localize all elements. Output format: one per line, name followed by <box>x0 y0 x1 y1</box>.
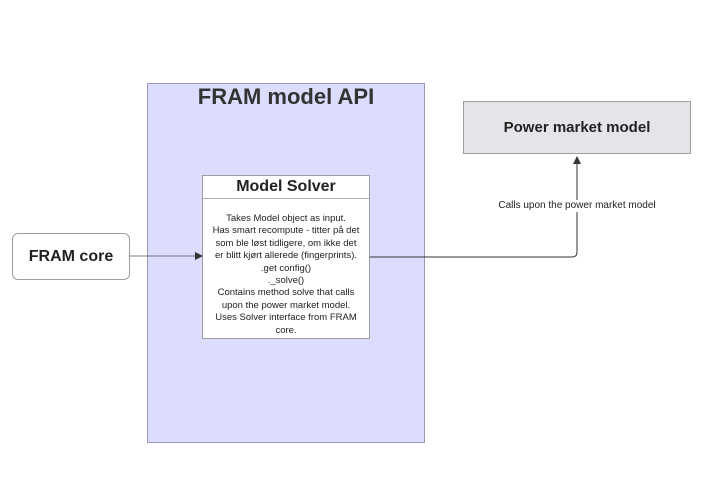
fram-core-node[interactable]: FRAM core <box>12 233 130 280</box>
fram-core-label: FRAM core <box>28 247 114 265</box>
solver-desc-line: Contains method solve that calls <box>217 287 355 299</box>
solver-desc-line: ._solve() <box>267 275 305 287</box>
model-solver-title: Model Solver <box>203 176 369 199</box>
solver-desc-line: Takes Model object as input. <box>226 213 346 224</box>
solver-desc-line: .get config() <box>260 262 312 274</box>
connector-label-calls-power-market: Calls upon the power market model <box>492 200 662 212</box>
model-solver-description: Takes Model object as input. Has smart r… <box>203 199 369 337</box>
model-solver-node[interactable]: Model Solver Takes Model object as input… <box>202 175 370 339</box>
power-market-model-label: Power market model <box>503 119 651 136</box>
solver-desc-line: upon the power market model. <box>221 299 351 311</box>
fram-model-api-title: FRAM model API <box>197 84 375 109</box>
solver-desc-line: Has smart recompute - titter på det <box>212 225 360 237</box>
solver-desc-line: Uses Solver interface from FRAM <box>215 312 357 324</box>
solver-desc-line: som ble løst tidligere, om ikke det <box>215 237 357 249</box>
power-market-model-node[interactable]: Power market model <box>463 101 691 154</box>
solver-desc-line: core. <box>275 324 297 336</box>
solver-desc-line: er blitt kjørt allerede (fingerprints). <box>214 250 358 262</box>
